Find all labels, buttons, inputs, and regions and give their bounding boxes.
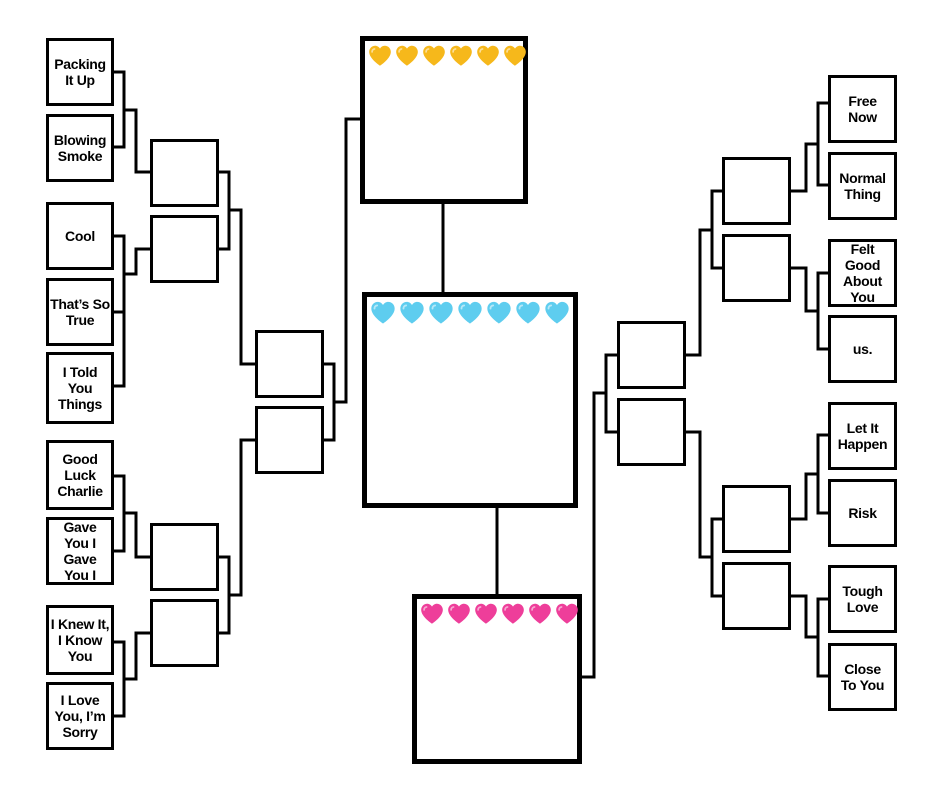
final-top-box[interactable] (360, 36, 528, 204)
final-bottom-box[interactable] (412, 594, 582, 764)
pink-heart-icon (421, 603, 443, 624)
yellow-heart-icon (450, 45, 472, 66)
song-gave-you-i-gave-you-i[interactable]: Gave You I Gave You I (46, 517, 114, 585)
pink-heart-icon (448, 603, 470, 624)
song-i-knew-it-i-know-you[interactable]: I Knew It, I Know You (46, 605, 114, 675)
song-tough-love[interactable]: Tough Love (828, 565, 897, 633)
song-let-it-happen[interactable]: Let It Happen (828, 402, 897, 470)
final-top-hearts (367, 43, 528, 69)
final-middle-box[interactable] (362, 292, 578, 508)
song-us[interactable]: us. (828, 315, 897, 383)
final-bottom-hearts (419, 601, 580, 627)
right-round3-slot-2[interactable] (617, 398, 686, 466)
song-good-luck-charlie[interactable]: Good Luck Charlie (46, 440, 114, 510)
song-normal-thing[interactable]: Normal Thing (828, 152, 897, 220)
left-round2-slot-1[interactable] (150, 139, 219, 207)
blue-heart-icon (545, 301, 569, 324)
pink-heart-icon (556, 603, 578, 624)
yellow-heart-icon (369, 45, 391, 66)
blue-heart-icon (458, 301, 482, 324)
yellow-heart-icon (396, 45, 418, 66)
left-round3-slot-2[interactable] (255, 406, 324, 474)
yellow-heart-icon (423, 45, 445, 66)
blue-heart-icon (400, 301, 424, 324)
yellow-heart-icon (504, 45, 526, 66)
left-round2-slot-2[interactable] (150, 215, 219, 283)
song-blowing-smoke[interactable]: Blowing Smoke (46, 114, 114, 182)
blue-heart-icon (371, 301, 395, 324)
song-i-love-you-im-sorry[interactable]: I Love You, I’m Sorry (46, 682, 114, 750)
right-round2-slot-1[interactable] (722, 157, 791, 225)
blue-heart-icon (429, 301, 453, 324)
right-round3-slot-1[interactable] (617, 321, 686, 389)
song-i-told-you-things[interactable]: I Told You Things (46, 352, 114, 424)
final-middle-hearts (369, 299, 571, 327)
left-round2-slot-3[interactable] (150, 523, 219, 591)
yellow-heart-icon (477, 45, 499, 66)
blue-heart-icon (516, 301, 540, 324)
pink-heart-icon (529, 603, 551, 624)
song-felt-good-about-you[interactable]: Felt Good About You (828, 239, 897, 307)
right-round2-slot-3[interactable] (722, 485, 791, 553)
song-risk[interactable]: Risk (828, 479, 897, 547)
song-thats-so-true[interactable]: That’s So True (46, 278, 114, 346)
song-free-now[interactable]: Free Now (828, 75, 897, 143)
song-close-to-you[interactable]: Close To You (828, 643, 897, 711)
left-round3-slot-1[interactable] (255, 330, 324, 398)
song-cool[interactable]: Cool (46, 202, 114, 270)
pink-heart-icon (475, 603, 497, 624)
right-round2-slot-4[interactable] (722, 562, 791, 630)
blue-heart-icon (487, 301, 511, 324)
right-round2-slot-2[interactable] (722, 234, 791, 302)
song-packing-it-up[interactable]: Packing It Up (46, 38, 114, 106)
left-round2-slot-4[interactable] (150, 599, 219, 667)
pink-heart-icon (502, 603, 524, 624)
